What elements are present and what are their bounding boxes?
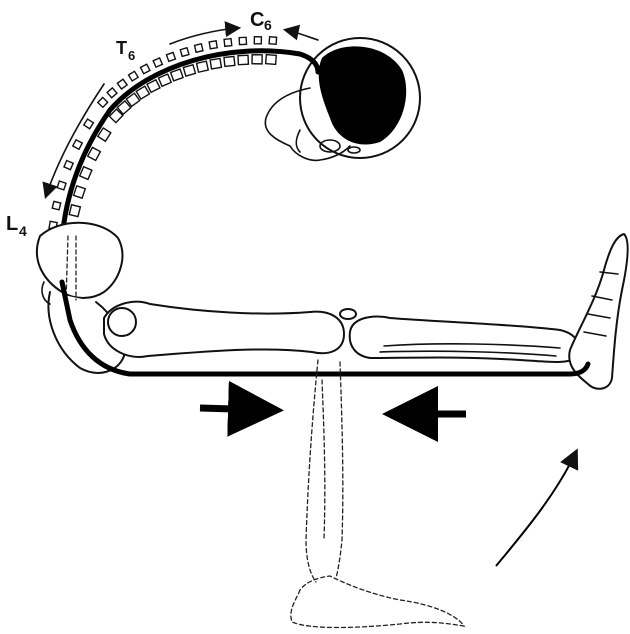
- lowered-tibia-back: [336, 362, 343, 578]
- vertebra-body: [74, 186, 86, 198]
- vertebra-body: [183, 65, 195, 76]
- vertebra-body: [266, 55, 277, 65]
- vertebra-spinous-process: [166, 52, 175, 61]
- label-l4-main: L: [6, 213, 18, 235]
- vertebra-spinous-process: [64, 160, 73, 169]
- label-t6-sub: 6: [128, 48, 135, 63]
- label-l4: L 4: [6, 213, 27, 239]
- vertebra-spinous-process: [73, 140, 82, 149]
- label-t6: T 6: [116, 38, 135, 63]
- vertebra-spinous-process: [239, 37, 246, 44]
- vertebra-spinous-process: [57, 181, 66, 190]
- vertebra-spinous-process: [153, 58, 162, 67]
- vertebra-spinous-process: [269, 37, 276, 44]
- femoral-head: [108, 308, 136, 336]
- vertebra-spinous-process: [195, 44, 203, 52]
- ilium: [37, 223, 123, 298]
- vertebra-spinous-process: [98, 97, 108, 107]
- vertebra-spinous-process: [84, 119, 94, 129]
- vertebra-body: [80, 167, 92, 180]
- lowered-foot: [291, 576, 464, 628]
- vertebra-body: [224, 56, 235, 66]
- vertebra-spinous-process: [52, 201, 60, 209]
- foot-bones: [569, 234, 627, 389]
- vertebra-body: [69, 205, 80, 217]
- lowered-fibula: [322, 380, 325, 540]
- lower-leg: [350, 317, 580, 362]
- vertebra-body: [238, 55, 248, 64]
- label-c6-main: C: [250, 9, 264, 31]
- label-c6: C 6: [250, 9, 272, 33]
- lowered-tibia-front: [306, 360, 318, 582]
- pelvis: [37, 223, 124, 373]
- vertebra-spinous-process: [107, 88, 117, 98]
- lowered-leg-dashed: [291, 360, 464, 628]
- jaw-line: [296, 130, 300, 152]
- vertebra-spinous-process: [209, 41, 217, 49]
- arrow-push-right: [200, 408, 270, 410]
- vertebra-spinous-process: [254, 37, 261, 44]
- patella: [340, 309, 356, 319]
- vertebra-spinous-process: [117, 79, 127, 89]
- vertebra-spinous-process: [180, 48, 189, 57]
- vertebra-body: [147, 80, 160, 93]
- vertebra-body: [171, 69, 183, 81]
- foot-upright: [569, 234, 627, 389]
- vertebra-spinous-process: [224, 39, 232, 47]
- label-l4-sub: 4: [19, 223, 27, 239]
- label-c6-sub: 6: [264, 17, 272, 33]
- femur-shaft: [104, 302, 344, 357]
- vertebra-body: [158, 74, 171, 86]
- femur: [104, 302, 356, 357]
- vertebra-spinous-process: [140, 64, 149, 73]
- label-t6-main: T: [116, 38, 127, 58]
- vertebra-body: [88, 147, 101, 160]
- vertebra-spinous-process: [129, 71, 139, 81]
- skull: [265, 38, 420, 160]
- vertebra-body: [197, 61, 209, 72]
- vertebra-body: [252, 55, 262, 64]
- arrow-cervical-left: [286, 30, 318, 40]
- vertebra-body: [210, 58, 221, 69]
- arrow-leg-raise: [496, 452, 576, 566]
